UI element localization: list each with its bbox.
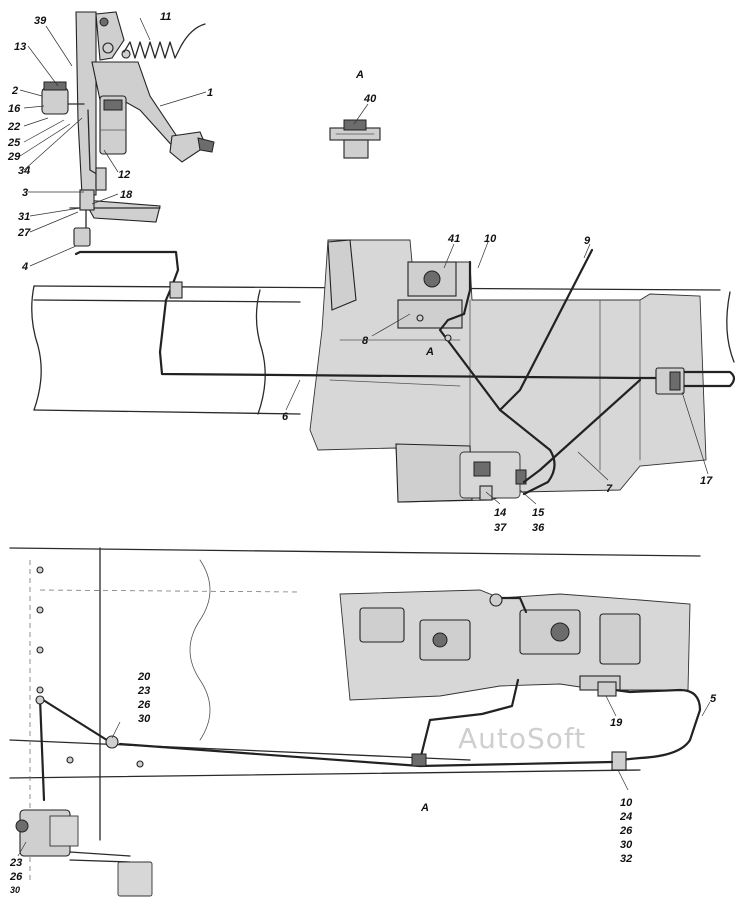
callout-20: 20 — [137, 671, 151, 683]
view-mark-lower-frame: A — [420, 802, 429, 814]
callout-3: 3 — [22, 187, 28, 199]
callout-27: 27 — [17, 227, 31, 239]
callout-9: 9 — [584, 235, 591, 247]
pedal-lower — [15, 809, 153, 897]
callout-36: 36 — [532, 522, 545, 534]
watermark-text: AutoSoft — [458, 722, 586, 755]
callout-10-upper: 10 — [484, 233, 497, 245]
callout-41: 41 — [447, 233, 460, 245]
callout-23-upper: 23 — [137, 685, 150, 697]
callout-37: 37 — [494, 522, 507, 534]
gearbox-upper — [309, 239, 707, 503]
detail-a-fitting — [329, 119, 381, 159]
gearbox-lower — [339, 589, 691, 701]
callout-32: 32 — [620, 853, 632, 865]
callout-26-bottom: 26 — [9, 871, 23, 883]
leader-lines — [17, 17, 711, 857]
callout-16: 16 — [8, 103, 21, 115]
callout-17: 17 — [700, 475, 713, 487]
callout-7: 7 — [606, 483, 613, 495]
callout-26-upper: 26 — [137, 699, 151, 711]
callout-10-lower: 10 — [620, 797, 633, 809]
callout-31: 31 — [18, 211, 30, 223]
callout-30-upper: 30 — [138, 713, 151, 725]
view-mark-upper-pipe: A — [425, 346, 434, 358]
callout-5: 5 — [710, 693, 717, 705]
pipes-upper — [74, 248, 736, 496]
callout-2: 2 — [11, 85, 18, 97]
lower-frame-rail — [9, 547, 701, 880]
callout-26-lower: 26 — [619, 825, 633, 837]
callout-23-bottom: 23 — [9, 857, 22, 869]
callout-1: 1 — [207, 87, 213, 99]
callout-24: 24 — [619, 811, 632, 823]
callout-39: 39 — [34, 15, 47, 27]
callout-40: 40 — [363, 93, 377, 105]
callout-30-bottom: 30 — [10, 885, 20, 895]
callout-13: 13 — [14, 41, 26, 53]
callout-25: 25 — [7, 137, 21, 149]
callout-14: 14 — [494, 507, 506, 519]
callout-30-lower: 30 — [620, 839, 633, 851]
callout-12: 12 — [118, 169, 130, 181]
callout-6: 6 — [282, 411, 289, 423]
callout-22: 22 — [7, 121, 20, 133]
view-mark-top: A — [355, 69, 364, 81]
callout-4: 4 — [21, 261, 28, 273]
callout-29: 29 — [7, 151, 21, 163]
callout-8: 8 — [362, 335, 369, 347]
callout-34: 34 — [18, 165, 30, 177]
callout-19: 19 — [610, 717, 623, 729]
pipes-lower — [35, 593, 702, 802]
pedal-assembly — [41, 11, 215, 247]
callout-15: 15 — [532, 507, 545, 519]
callout-18: 18 — [120, 189, 133, 201]
callout-labels: 39 11 13 2 16 1 22 25 29 34 12 3 18 31 2… — [7, 11, 717, 895]
callout-11: 11 — [160, 11, 171, 23]
